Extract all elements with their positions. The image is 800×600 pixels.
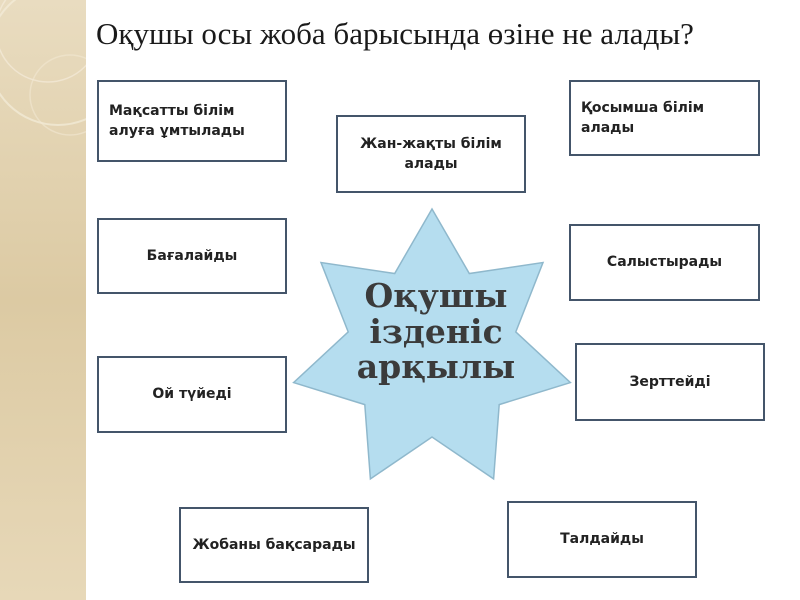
box-salystyrady: Салыстырады <box>569 224 760 301</box>
box-bagalaidy: Бағалайды <box>97 218 287 294</box>
box-jobany-baksarady-label: Жобаны бақсарады <box>192 536 356 553</box>
box-kosymsha-bilim: Қосымша білім алады <box>569 80 760 156</box>
box-taldaidy: Талдайды <box>507 501 697 578</box>
box-zertteidi-label: Зерттейді <box>629 373 711 390</box>
center-star-shape <box>292 207 572 481</box>
box-maksatty-bilim: Мақсатты білім алуға ұмтылады <box>97 80 287 162</box>
box-salystyrady-label: Салыстырады <box>606 254 723 271</box>
box-jan-jakty-bilim: Жан-жақты білім алады <box>336 115 526 193</box>
page-title: Оқушы осы жоба барысында өзіне не алады? <box>96 16 694 51</box>
box-taldaidy-label: Талдайды <box>560 531 644 548</box>
box-jobany-baksarady: Жобаны бақсарады <box>179 507 369 583</box>
box-oi-tuiedi-label: Ой түйеді <box>152 386 232 403</box>
box-jan-jakty-bilim-label: Жан-жақты білім алады <box>360 135 502 172</box>
center-line-2: ізденіс <box>369 311 503 351</box>
box-oi-tuiedi: Ой түйеді <box>97 356 287 433</box>
center-star-label: Оқушы ізденіс арқылы <box>326 278 546 385</box>
box-zertteidi: Зерттейді <box>575 343 765 421</box>
center-line-1: Оқушы <box>364 276 508 315</box>
decorative-side-strip <box>0 0 86 600</box>
decorative-rings-icon <box>0 0 86 136</box>
center-line-3: арқылы <box>356 347 516 387</box>
box-bagalaidy-label: Бағалайды <box>146 247 238 264</box>
box-maksatty-bilim-label: Мақсатты білім алуға ұмтылады <box>109 102 245 139</box>
box-kosymsha-bilim-label: Қосымша білім алады <box>581 99 705 136</box>
